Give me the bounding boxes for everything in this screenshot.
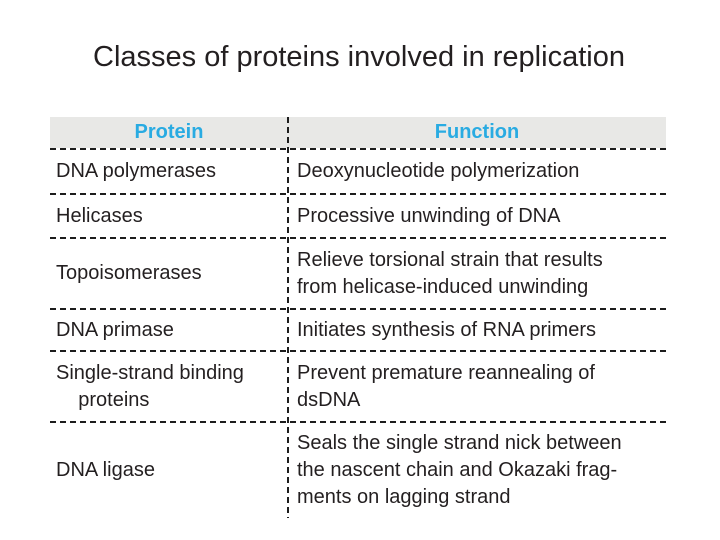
table-row: Topoisomerases Relieve torsional strain … <box>50 239 666 308</box>
page-title: Classes of proteins involved in replicat… <box>93 41 625 73</box>
row-divider <box>50 308 666 310</box>
proteins-table: Protein Function DNA polymerases Deoxynu… <box>50 117 666 518</box>
table-row: Single-strand binding proteins Prevent p… <box>50 352 666 421</box>
row-divider <box>50 148 666 150</box>
table-row: DNA polymerases Deoxynucleotide polymeri… <box>50 150 666 193</box>
row-divider <box>50 193 666 195</box>
protein-cell: Helicases <box>56 204 143 227</box>
function-cell: Prevent premature reannealing of dsDNA <box>297 361 595 411</box>
row-divider <box>50 421 666 423</box>
protein-cell: DNA ligase <box>56 459 155 481</box>
row-divider <box>50 350 666 352</box>
row-divider <box>50 237 666 239</box>
header-cell-function: Function <box>434 121 520 143</box>
header-cell-protein: Protein <box>134 121 204 143</box>
protein-cell: DNA primase <box>56 318 174 341</box>
protein-cell: DNA polymerases <box>56 160 217 182</box>
table-row: DNA primase Initiates synthesis of RNA p… <box>50 310 666 350</box>
function-cell: Seals the single strand nick between the… <box>297 432 622 508</box>
table-row: Helicases Processive unwinding of DNA <box>50 195 666 237</box>
function-cell: Processive unwinding of DNA <box>297 204 561 227</box>
function-cell: Relieve torsional strain that results fr… <box>297 248 603 298</box>
function-cell: Initiates synthesis of RNA primers <box>297 318 596 341</box>
column-divider-dashed <box>287 117 289 518</box>
table-header-row: Protein Function <box>50 117 666 148</box>
table-row: DNA ligase Seals the single strand nick … <box>50 423 666 518</box>
protein-cell: Single-strand binding proteins <box>56 361 244 411</box>
protein-cell: Topoisomerases <box>56 262 202 284</box>
function-cell: Deoxynucleotide polymerization <box>297 160 580 182</box>
